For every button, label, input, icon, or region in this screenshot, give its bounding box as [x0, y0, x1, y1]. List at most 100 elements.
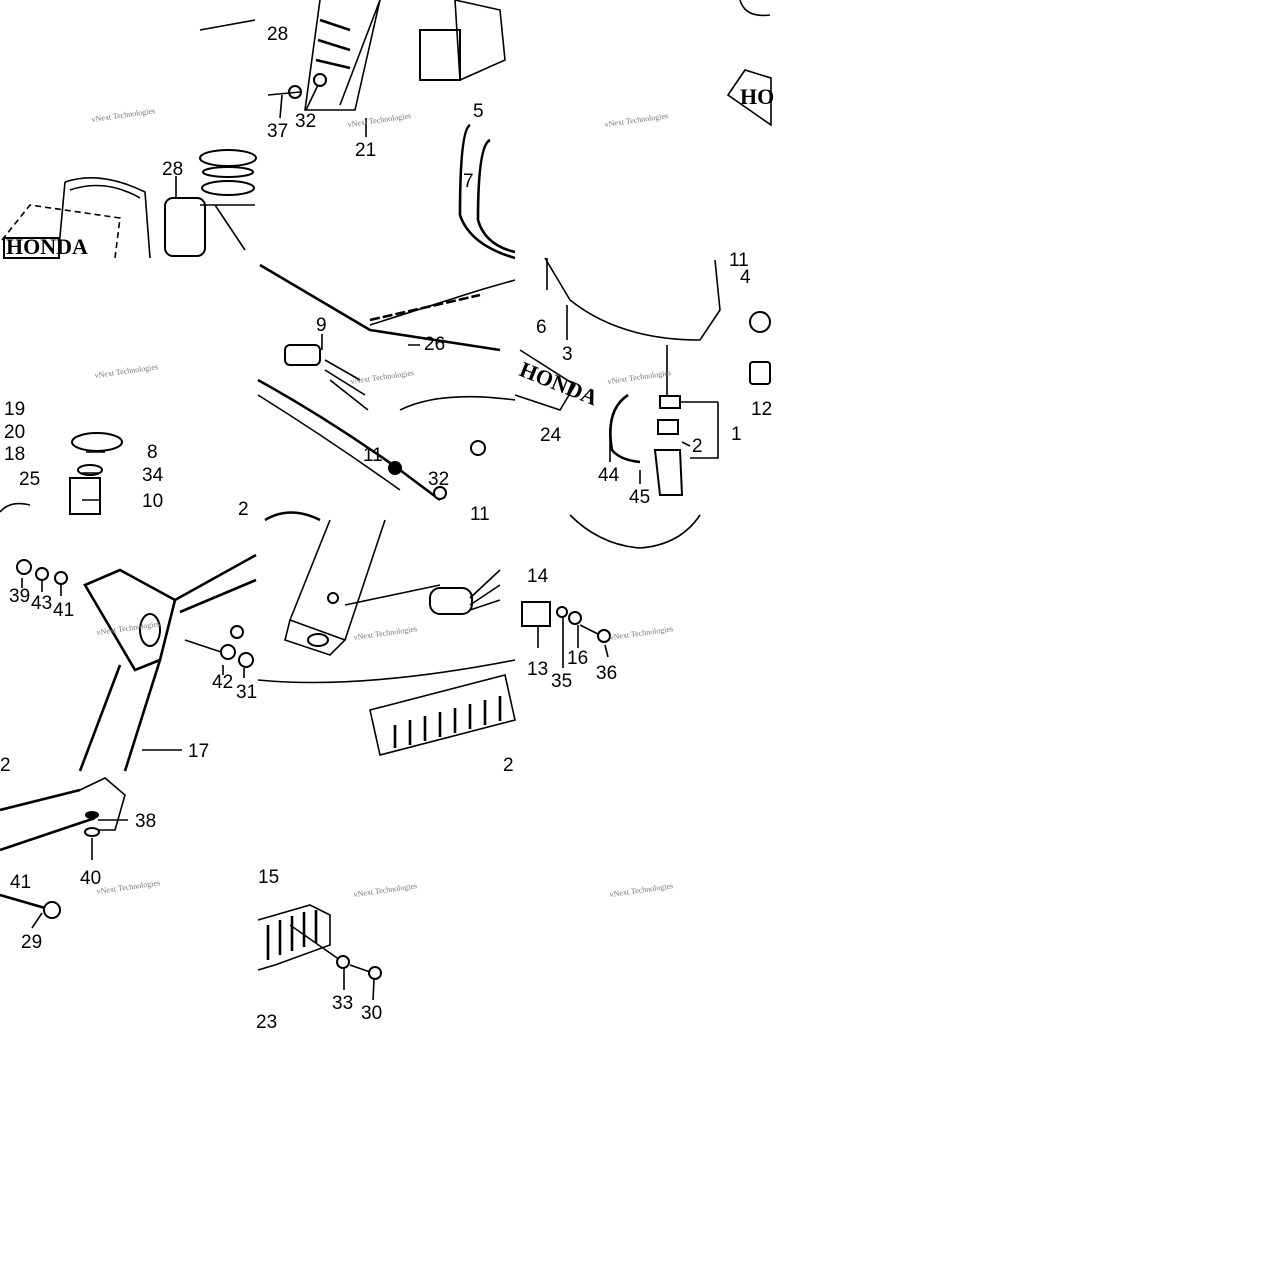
part-label: 2 [692, 436, 703, 457]
washer-42 [220, 644, 236, 660]
frame-upper [259, 263, 501, 352]
part-label: 12 [751, 399, 772, 420]
tile-lower-center [257, 904, 382, 980]
part-label: 29 [21, 932, 42, 953]
wire-leads [469, 569, 501, 611]
tile-top-left: HONDA [1, 19, 257, 259]
cover-vents [315, 18, 351, 70]
part-label: 8 [147, 442, 158, 463]
cross-tube [0, 788, 96, 852]
frame-hole [139, 613, 161, 647]
frame-head [83, 568, 177, 672]
watermark: vNext Technologies [609, 881, 674, 899]
part-label: 32 [295, 111, 316, 132]
tile-bottom-right [521, 514, 701, 643]
part-label: 2 [503, 755, 514, 776]
stem-lines [200, 204, 255, 251]
honda-badge [3, 237, 60, 259]
part-label: 42 [212, 672, 233, 693]
part-label: 41 [53, 600, 74, 621]
watermark: vNext Technologies [350, 368, 415, 386]
side-cover [304, 0, 381, 111]
part-label: 7 [463, 171, 474, 192]
spring-ring [202, 166, 254, 178]
part-label: 36 [596, 663, 617, 684]
washer-ring [201, 180, 255, 196]
logo-plate [514, 349, 577, 411]
watermark: vNext Technologies [609, 624, 674, 642]
regulator-13 [521, 601, 551, 627]
part-label: 37 [267, 121, 288, 142]
ignition-unit [429, 587, 473, 615]
part-label: 1 [731, 424, 742, 445]
cap-top [199, 149, 257, 167]
watermark: vNext Technologies [94, 362, 159, 380]
nut-31 [238, 652, 254, 668]
tank-bottom [569, 514, 701, 549]
plate-hole [307, 633, 329, 647]
part-label: 33 [332, 993, 353, 1014]
part-label: 11 [470, 504, 490, 525]
ring-part [739, 0, 771, 17]
frame-lower [257, 378, 441, 502]
watermark: vNext Technologies [607, 368, 672, 386]
part-label: 35 [551, 671, 572, 692]
grille-part-23 [257, 904, 331, 971]
part-label: 21 [355, 140, 376, 161]
fairing-dashed [1, 204, 121, 259]
grille-fins-lower [266, 910, 318, 960]
frame-top-tube [174, 553, 257, 614]
washer-35 [556, 606, 568, 618]
part-label: 32 [428, 469, 449, 490]
part-label: 9 [316, 315, 327, 336]
washer-40 [84, 827, 100, 837]
watermark: vNext Technologies [91, 106, 156, 124]
tile-lower-left [0, 777, 126, 919]
tile-top-right: HO [726, 0, 774, 127]
tank-outline [454, 0, 506, 82]
bolt-shank [267, 91, 301, 96]
frame-down-right [123, 659, 162, 772]
top-stub [199, 19, 256, 31]
part-label: 40 [80, 868, 101, 889]
part-label: 2 [238, 499, 249, 520]
part-label: 13 [527, 659, 548, 680]
washer-43 [35, 567, 49, 581]
mount-plate [284, 618, 347, 656]
part-label: 23 [256, 1012, 277, 1033]
fairing-rim [69, 184, 141, 199]
bolt-30-shank [349, 964, 371, 973]
clip-25 [0, 502, 31, 513]
frame-down-left [78, 664, 122, 772]
watermark: vNext Technologies [353, 881, 418, 899]
tile-center [257, 263, 516, 502]
watermark: vNext Technologies [96, 878, 161, 896]
part-label: 41 [10, 872, 31, 893]
nut-38 [85, 811, 99, 819]
part-label: 6 [536, 317, 547, 338]
part-label: 28 [267, 24, 288, 45]
washer-41 [54, 571, 68, 585]
watermark: vNext Technologies [353, 624, 418, 642]
washer-33 [336, 955, 350, 969]
part-label: 16 [567, 648, 588, 669]
frame-arc [264, 511, 321, 522]
nut-top [230, 625, 244, 639]
part-label: 26 [424, 334, 445, 355]
part-label: 17 [188, 741, 209, 762]
frame-struts [289, 519, 386, 641]
part-label: 30 [361, 1003, 382, 1024]
badge-logo: HO [740, 84, 774, 109]
part-label: 31 [236, 682, 257, 703]
part-label: 19 [4, 399, 25, 420]
tube-bracket [79, 777, 126, 831]
part-label: 39 [9, 586, 30, 607]
part-number-labels: 28 37 32 21 5 7 28 19 20 18 25 8 34 10 9… [0, 24, 772, 1033]
watermark: vNext Technologies [347, 111, 412, 129]
part-label: 2 [0, 755, 11, 776]
fuel-hose-44 [609, 393, 641, 464]
grille-fins [393, 696, 502, 748]
part-label: 34 [142, 465, 164, 486]
